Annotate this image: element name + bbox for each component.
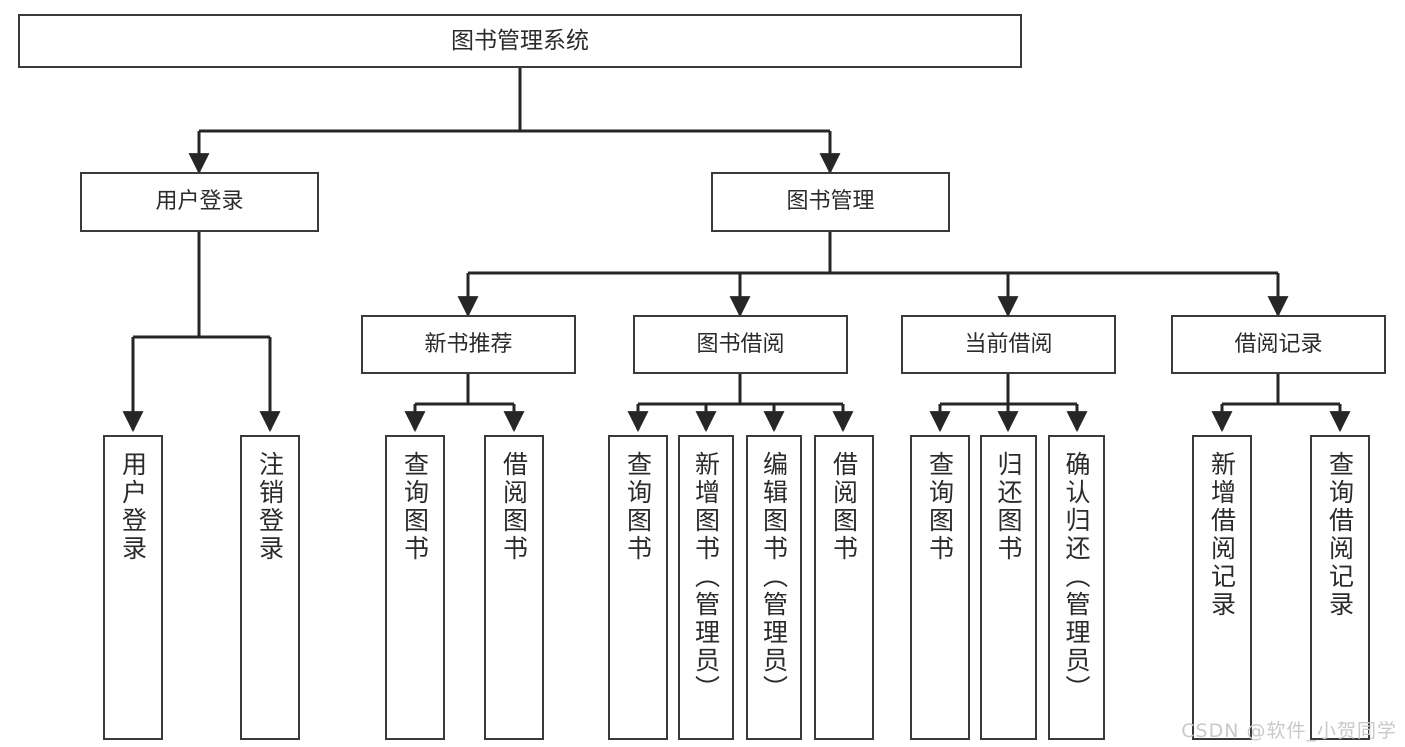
leaf-record-query-record-label: 查询借阅记录 [1325,451,1355,619]
leaf-borrow-borrow-book-label: 借阅图书 [829,451,859,563]
leaf-new-book-borrow[interactable]: 借阅图书 [484,435,544,740]
leaf-borrow-query-book-label: 查询图书 [623,451,653,563]
leaf-current-return-book[interactable]: 归还图书 [980,435,1037,740]
node-book-management-label: 图书管理 [786,189,875,215]
leaf-current-return-book-label: 归还图书 [994,451,1023,563]
node-book-management[interactable]: 图书管理 [711,172,950,232]
leaf-borrow-borrow-book[interactable]: 借阅图书 [814,435,874,740]
node-user-login-label: 用户登录 [155,189,244,215]
leaf-current-confirm-return-admin[interactable]: 确认归还（管理员） [1048,435,1105,740]
node-root[interactable]: 图书管理系统 [18,14,1022,68]
leaf-record-add-record[interactable]: 新增借阅记录 [1192,435,1252,740]
leaf-borrow-add-book-admin-label: 新增图书（管理员） [691,451,721,703]
leaf-user-login-login[interactable]: 用户登录 [103,435,163,740]
leaf-borrow-edit-book-admin[interactable]: 编辑图书（管理员） [746,435,802,740]
leaf-new-book-borrow-label: 借阅图书 [499,451,529,563]
node-current-borrow-label: 当前借阅 [964,331,1053,357]
leaf-current-query-book[interactable]: 查询图书 [910,435,970,740]
leaf-user-login-logout[interactable]: 注销登录 [240,435,300,740]
leaf-borrow-add-book-admin[interactable]: 新增图书（管理员） [678,435,734,740]
leaf-record-query-record[interactable]: 查询借阅记录 [1310,435,1370,740]
node-current-borrow[interactable]: 当前借阅 [901,315,1116,374]
leaf-current-confirm-return-admin-label: 确认归还（管理员） [1062,451,1091,703]
leaf-user-login-logout-label: 注销登录 [255,451,285,563]
node-book-borrow-label: 图书借阅 [696,331,785,357]
leaf-borrow-query-book[interactable]: 查询图书 [608,435,668,740]
leaf-current-query-book-label: 查询图书 [925,451,955,563]
leaf-borrow-edit-book-admin-label: 编辑图书（管理员） [759,451,789,703]
node-borrow-record-label: 借阅记录 [1234,331,1323,357]
leaf-user-login-login-label: 用户登录 [118,451,148,563]
node-book-borrow[interactable]: 图书借阅 [633,315,848,374]
node-new-book-recommend-label: 新书推荐 [424,331,513,357]
leaf-record-add-record-label: 新增借阅记录 [1207,451,1237,619]
node-user-login[interactable]: 用户登录 [80,172,319,232]
leaf-new-book-query[interactable]: 查询图书 [385,435,445,740]
leaf-new-book-query-label: 查询图书 [400,451,430,563]
node-new-book-recommend[interactable]: 新书推荐 [361,315,576,374]
node-borrow-record[interactable]: 借阅记录 [1171,315,1386,374]
node-root-label: 图书管理系统 [451,27,589,54]
